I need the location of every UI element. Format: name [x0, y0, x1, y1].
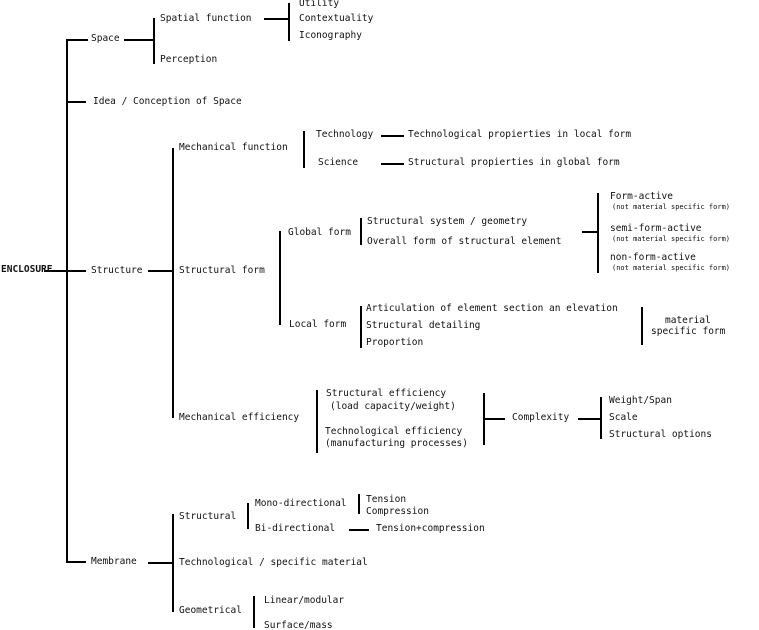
proportion-node: Proportion — [366, 337, 424, 348]
form-active-node: Form-active — [610, 191, 673, 202]
space-node: Space — [91, 33, 120, 44]
structural-detailing-node: Structural detailing — [366, 320, 481, 331]
connector — [578, 418, 600, 420]
connector — [66, 561, 86, 563]
connector — [253, 596, 255, 628]
surface-mass-node: Surface/mass — [264, 620, 333, 630]
connector — [264, 18, 288, 20]
local-form-node: Local form — [289, 319, 347, 330]
connector — [44, 270, 66, 272]
connector — [172, 148, 174, 418]
structure-node: Structure — [91, 265, 143, 276]
structural-options-node: Structural options — [609, 429, 712, 440]
compression-node: Compression — [366, 506, 429, 517]
non-form-active-note: (not material specific form) — [612, 264, 731, 272]
overall-form-node: Overall form of structural element — [367, 236, 562, 247]
structural-efficiency-sub: (load capacity/weight) — [330, 401, 456, 412]
scale-node: Scale — [609, 412, 638, 423]
weight-span-node: Weight/Span — [609, 395, 672, 406]
material-node: material — [665, 315, 711, 326]
structural-efficiency-node: Structural efficiency — [326, 388, 447, 399]
connector — [66, 39, 88, 41]
tension-compression-node: Tension+compression — [376, 523, 485, 534]
connector — [316, 390, 318, 453]
connector — [360, 218, 362, 245]
connector — [279, 231, 281, 325]
connector — [303, 131, 305, 168]
membrane-node: Membrane — [91, 556, 137, 567]
connector — [641, 307, 643, 345]
technological-efficiency-sub: (manufacturing processes) — [325, 438, 468, 449]
connector — [66, 270, 86, 272]
non-form-active-node: non-form-active — [610, 252, 696, 263]
utility-node: Utility — [299, 0, 340, 9]
mechanical-efficiency-node: Mechanical efficiency — [179, 412, 300, 423]
connector — [483, 393, 485, 445]
connector — [288, 3, 290, 41]
material-specific-node: specific form — [651, 326, 726, 337]
connector — [360, 306, 362, 348]
technological-efficiency-node: Technological efficiency — [325, 426, 463, 437]
membrane-structural-node: Structural — [179, 511, 237, 522]
structural-system-node: Structural system / geometry — [367, 216, 528, 227]
connector — [582, 231, 598, 233]
connector — [148, 562, 173, 564]
tension-node: Tension — [366, 494, 407, 505]
connector — [66, 101, 86, 103]
complexity-node: Complexity — [512, 412, 570, 423]
connector — [66, 39, 68, 563]
science-node: Science — [318, 157, 359, 168]
connector — [358, 494, 360, 514]
linear-modular-node: Linear/modular — [264, 595, 345, 606]
connector — [153, 18, 155, 64]
structural-form-node: Structural form — [179, 265, 265, 276]
contextuality-node: Contextuality — [299, 13, 374, 24]
connector — [597, 193, 599, 273]
connector — [247, 503, 249, 529]
spatial-function-node: Spatial function — [160, 13, 252, 24]
connector — [172, 514, 174, 612]
semi-form-active-node: semi-form-active — [610, 223, 702, 234]
root-node: ENCLOSURE — [1, 264, 53, 275]
connector — [349, 529, 369, 531]
connector — [381, 135, 404, 137]
technology-node: Technology — [316, 129, 374, 140]
technological-material-node: Technological / specific material — [179, 557, 368, 568]
articulation-node: Articulation of element section an eleva… — [366, 303, 618, 314]
iconography-node: Iconography — [299, 30, 362, 41]
connector — [124, 39, 154, 41]
bi-directional-node: Bi-directional — [255, 523, 336, 534]
connector — [600, 397, 602, 439]
form-active-note: (not material specific form) — [612, 203, 731, 211]
mechanical-function-node: Mechanical function — [179, 142, 288, 153]
science-desc-node: Structural propierties in global form — [408, 157, 620, 168]
perception-node: Perception — [160, 54, 218, 65]
idea-node: Idea / Conception of Space — [93, 96, 242, 107]
technology-desc-node: Technological propierties in local form — [408, 129, 632, 140]
connector — [381, 163, 404, 165]
mono-directional-node: Mono-directional — [255, 498, 347, 509]
connector — [148, 270, 173, 272]
geometrical-node: Geometrical — [179, 605, 242, 616]
global-form-node: Global form — [288, 227, 351, 238]
semi-form-active-note: (not material specific form) — [612, 235, 731, 243]
connector — [485, 418, 505, 420]
